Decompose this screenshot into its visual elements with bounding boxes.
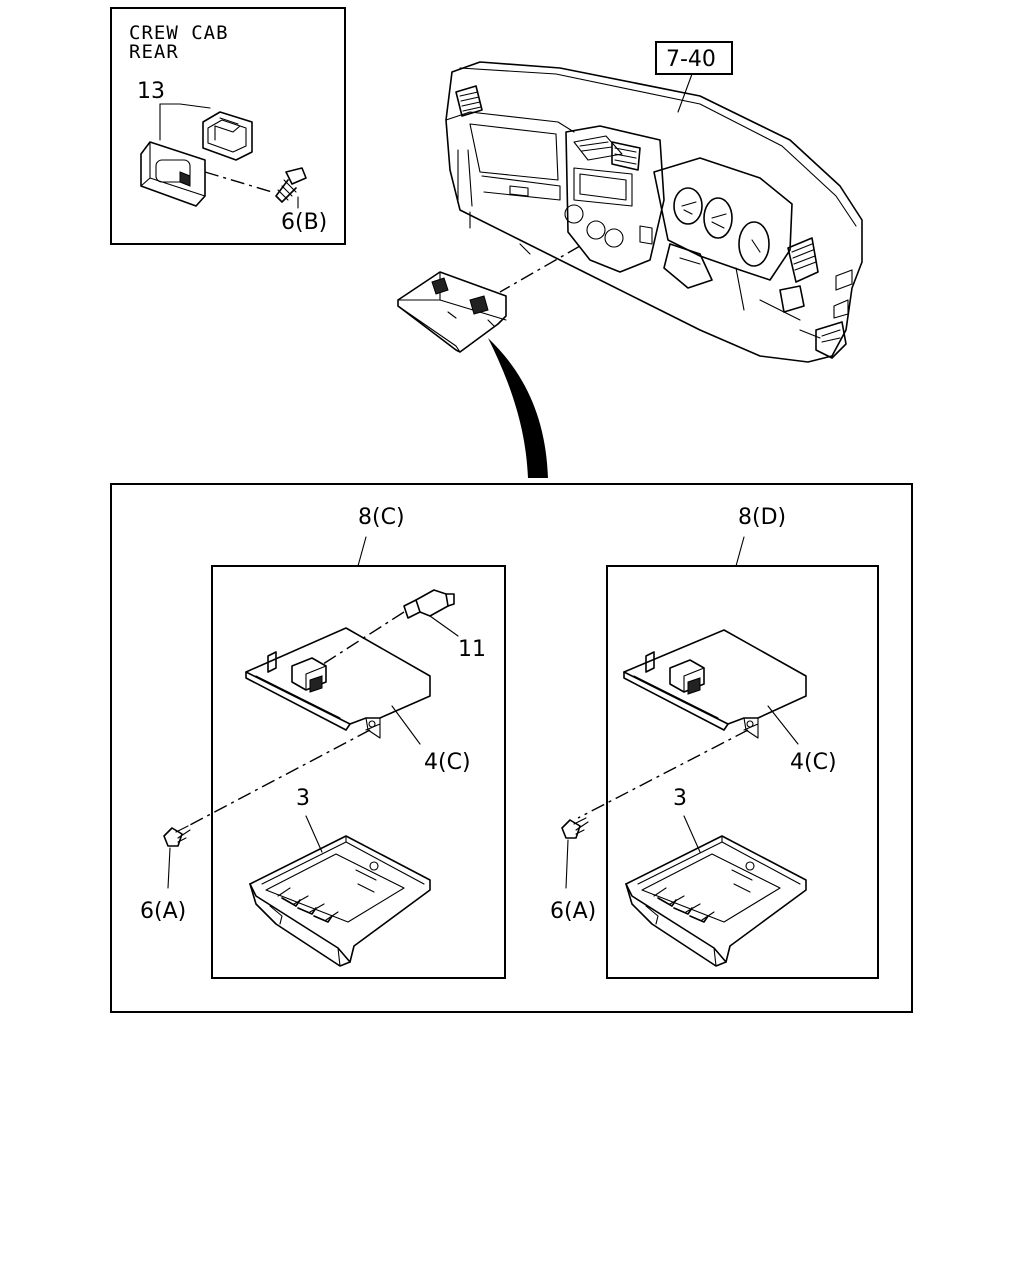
ashtray-3-left: [249, 835, 431, 967]
gauge-left: [673, 187, 703, 225]
gauge-center: [703, 197, 733, 239]
hvac-knob-1: [564, 204, 584, 224]
hvac-knob-3: [604, 228, 624, 248]
inset-title-line1: CREW CAB: [129, 22, 229, 44]
label-8c: 8(C): [358, 505, 405, 530]
dashboard-assembly: 7-40: [445, 41, 863, 363]
label-3-right: 3: [673, 786, 687, 811]
dash-to-ashtray-centerline: [499, 245, 581, 293]
ashtray-housing-exploded: [397, 271, 507, 353]
right-vent: [787, 237, 819, 283]
leader-6a-left: [167, 847, 171, 889]
label-6a-right: 6(A): [550, 899, 596, 924]
screw-centerline-8c: [187, 729, 371, 827]
leader-8d: [735, 536, 745, 567]
subframe-8c: [211, 565, 506, 979]
center-stack: [565, 125, 665, 273]
right-lower-vent: [815, 321, 847, 359]
right-switch: [779, 285, 805, 313]
leader-8c: [357, 536, 367, 567]
bulb-11: [403, 589, 455, 619]
subframe-8d: [606, 565, 879, 979]
instrument-cluster: [653, 157, 793, 281]
leader-3-right: [683, 815, 701, 853]
rear-socket-part: [202, 111, 253, 161]
detail-frame: [110, 483, 913, 1013]
label-8d: 8(D): [738, 505, 786, 530]
leader-3-left: [305, 815, 323, 853]
crew-cab-rear-inset: CREW CAB REAR 13 6(B): [110, 7, 346, 245]
screw-6a-left: [163, 825, 191, 847]
inset-centerline: [204, 171, 273, 193]
housing-4c-left: [245, 627, 431, 739]
radio-unit: [573, 167, 633, 207]
ref-label: 7-40: [666, 47, 716, 72]
label-3-left: 3: [296, 786, 310, 811]
left-vent: [455, 85, 483, 117]
dash-outline: [445, 61, 863, 363]
hvac-knob-2: [586, 220, 606, 240]
leader-4c-right: [767, 705, 799, 745]
leader-13-a: [159, 103, 211, 109]
label-4c-left: 4(C): [424, 750, 471, 775]
assembly-8c: 8(C) 11 4(C): [140, 505, 506, 979]
inset-title-line2: REAR: [129, 41, 179, 63]
leader-4c-left: [391, 705, 421, 745]
assembly-8d: 8(D) 4(C) 6(A) 3: [550, 505, 879, 979]
screw-6b: [275, 167, 307, 203]
label-11: 11: [458, 637, 486, 662]
inset-label-6b: 6(B): [281, 210, 327, 235]
label-6a-left: 6(A): [140, 899, 186, 924]
screw-6a-right: [561, 817, 589, 839]
leader-11: [429, 615, 459, 637]
housing-4c-right: [623, 629, 807, 739]
center-vent: [611, 141, 641, 171]
detail-pointer-arrow: [488, 338, 548, 478]
glove-box-outline: [469, 123, 559, 181]
steering-column: [663, 243, 713, 289]
bulb-centerline-8c: [319, 611, 405, 667]
ashtray-3-right: [625, 835, 807, 967]
rear-bezel-part: [140, 141, 206, 207]
gauge-right: [738, 221, 770, 267]
screw-centerline-8d: [577, 729, 749, 819]
label-4c-right: 4(C): [790, 750, 837, 775]
leader-6a-right: [565, 839, 569, 889]
inset-frame: [110, 7, 346, 245]
inset-label-13: 13: [137, 79, 165, 104]
ref-box: [655, 41, 733, 75]
